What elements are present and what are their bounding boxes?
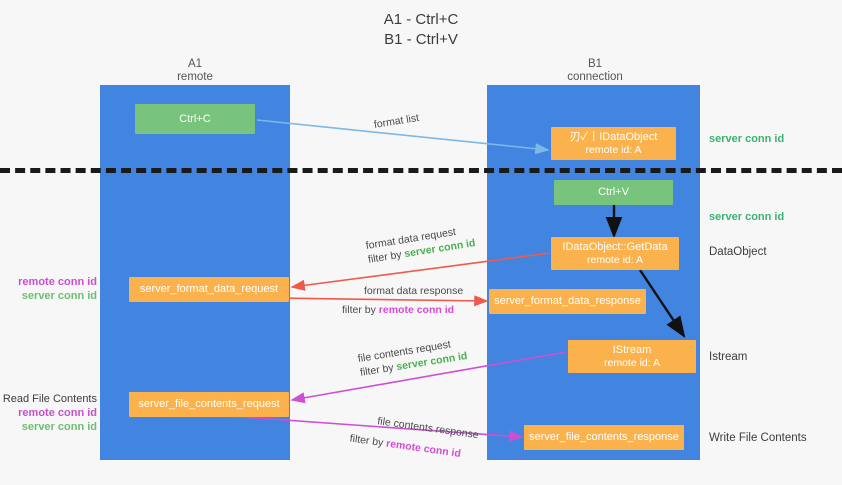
- column-header-a1: A1 remote: [130, 58, 260, 84]
- node-server-file-contents-response-label: server_file_contents_response: [529, 431, 679, 443]
- label-istream: Istream: [709, 351, 748, 363]
- filter-prefix: filter by: [342, 304, 379, 316]
- node-server-file-contents-request[interactable]: server_file_contents_request: [129, 392, 289, 417]
- legend-remote-conn-id-lower: remote conn id: [18, 407, 97, 419]
- column-a1-sub: remote: [177, 71, 213, 83]
- node-ctrl-c-label: Ctrl+C: [179, 112, 211, 125]
- legend-server-conn-id-lower: server conn id: [21, 421, 97, 433]
- node-create-dataobject[interactable]: 刃✓丨IDataObject remote id: A: [551, 127, 676, 160]
- column-a1-name: A1: [187, 58, 203, 70]
- node-getdata-line2: remote id: A: [586, 253, 644, 266]
- legend-conn-ids-lower: Read File Contents remote conn id server…: [0, 392, 97, 434]
- edge-label-format-data-response-filter: filter by remote conn id: [342, 303, 463, 317]
- edge-label-format-data-response-line1: format data response: [364, 285, 464, 297]
- legend-conn-ids-upper: remote conn id server conn id: [0, 275, 97, 303]
- node-ctrl-v-label: Ctrl+V: [598, 186, 629, 198]
- node-istream-line1: IStream: [612, 343, 652, 356]
- node-getdata[interactable]: IDataObject::GetData remote id: A: [551, 237, 679, 270]
- phase-divider: [0, 168, 842, 173]
- label-server-conn-id-top: server conn id: [709, 133, 785, 145]
- edge-label-format-list-text: format list: [373, 111, 420, 131]
- node-create-dataobject-line1: 刃✓丨IDataObject: [569, 130, 658, 143]
- node-server-format-data-response[interactable]: server_format_data_response: [489, 289, 646, 314]
- column-b1-name: B1: [587, 58, 603, 70]
- node-server-file-contents-request-label: server_file_contents_request: [138, 398, 280, 410]
- node-create-dataobject-line2: remote id: A: [585, 143, 642, 156]
- edge-label-file-contents-response: file contents response filter by remote …: [349, 414, 480, 463]
- edge-label-format-data-response: format data response filter by remote co…: [342, 284, 464, 317]
- title-line-2: B1 - Ctrl+V: [384, 31, 458, 48]
- node-istream[interactable]: IStream remote id: A: [568, 340, 696, 373]
- label-dataobject: DataObject: [709, 246, 767, 258]
- node-server-file-contents-response[interactable]: server_file_contents_response: [524, 425, 684, 450]
- edge-label-format-list: format list: [373, 111, 420, 132]
- node-istream-line2: remote id: A: [603, 356, 661, 369]
- legend-server-conn-id-upper: server conn id: [21, 290, 97, 302]
- node-getdata-line1: IDataObject::GetData: [562, 240, 668, 253]
- title-line-1: A1 - Ctrl+C: [383, 11, 459, 28]
- page-title: A1 - Ctrl+C B1 - Ctrl+V: [0, 10, 842, 50]
- label-server-conn-id-mid: server conn id: [709, 211, 785, 223]
- label-read-file-contents: Read File Contents: [2, 393, 97, 405]
- edge-label-file-contents-request: file contents request filter by server c…: [357, 335, 469, 380]
- node-server-format-data-request-label: server_format_data_request: [139, 283, 279, 295]
- filter-prefix: filter by: [348, 432, 388, 450]
- node-server-format-data-request[interactable]: server_format_data_request: [129, 277, 289, 302]
- filter-value-remote-conn-id: remote conn id: [385, 437, 462, 460]
- legend-remote-conn-id-upper: remote conn id: [18, 276, 97, 288]
- column-b1-sub: connection: [567, 71, 623, 83]
- node-ctrl-v[interactable]: Ctrl+V: [554, 180, 673, 205]
- node-ctrl-c[interactable]: Ctrl+C: [135, 104, 255, 134]
- node-server-format-data-response-label: server_format_data_response: [494, 295, 641, 307]
- filter-value-remote-conn-id: remote conn id: [378, 304, 455, 316]
- column-header-b1: B1 connection: [530, 58, 660, 84]
- label-write-file-contents: Write File Contents: [709, 432, 807, 444]
- edge-label-format-data-request: format data request filter by server con…: [365, 222, 477, 267]
